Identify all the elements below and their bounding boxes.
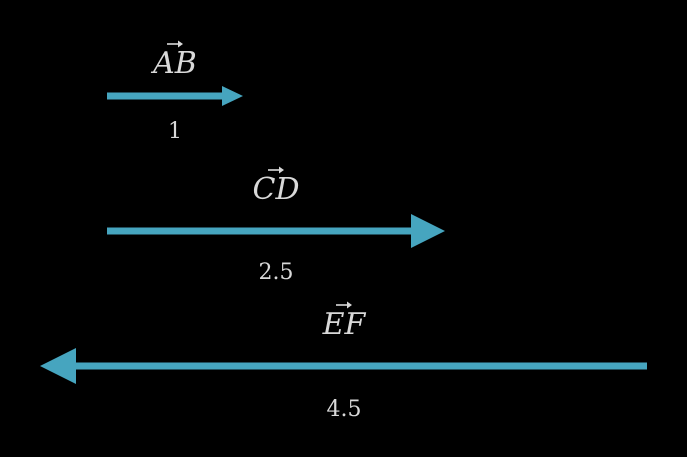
vector-ab-arrowhead [222, 86, 243, 106]
vector-ef-label: EF [322, 307, 367, 342]
vector-cd-label: CD [252, 172, 299, 207]
vector-ab-value: 1 [168, 119, 182, 144]
vector-cd-overarrow-head [279, 166, 284, 174]
vector-ab-label: AB [150, 46, 197, 81]
vector-ef-arrowhead [40, 348, 76, 384]
vector-ef: EF 4.5 [40, 301, 647, 422]
vector-ef-value: 4.5 [327, 397, 362, 422]
vector-ab-overarrow-head [178, 40, 183, 48]
vector-cd: CD 2.5 [107, 166, 445, 285]
vector-ab: AB 1 [107, 40, 243, 144]
vector-cd-arrowhead [411, 214, 445, 248]
vector-ef-overarrow-head [347, 301, 352, 309]
vector-cd-value: 2.5 [259, 260, 294, 285]
